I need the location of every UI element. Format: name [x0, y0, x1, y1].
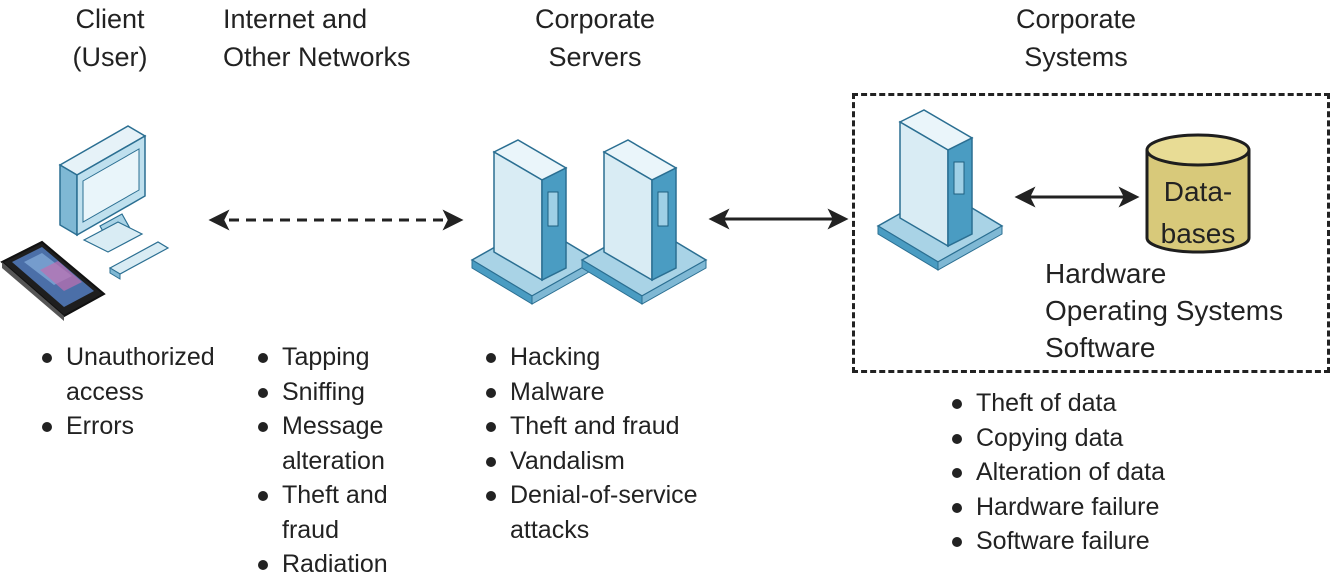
list-item: Hardware failure [950, 490, 1165, 525]
header-systems: Corporate Systems [976, 0, 1176, 76]
systems-threat-list: Theft of data Copying data Alteration of… [950, 386, 1165, 559]
server-tower-right-icon [580, 139, 708, 305]
list-item: Message alteration [256, 409, 388, 478]
list-item: Alteration of data [950, 455, 1165, 490]
header-systems-line2: Systems [1024, 42, 1128, 72]
component-software: Software [1045, 332, 1156, 363]
list-item: Unauthorized access [40, 340, 215, 409]
database-label-line2: bases [1161, 218, 1236, 249]
servers-threat-list: Hacking Malware Theft and fraud Vandalis… [484, 340, 698, 547]
list-item: Tapping [256, 340, 388, 375]
list-item: Vandalism [484, 444, 698, 479]
header-servers-line2: Servers [548, 42, 642, 72]
component-hardware: Hardware [1045, 258, 1167, 289]
header-client-line2: (User) [72, 42, 148, 72]
list-item: Hacking [484, 340, 698, 375]
header-internet-line1: Internet and [223, 4, 368, 34]
desktop-computer-icon [58, 125, 170, 280]
list-item: Denial-of-service attacks [484, 478, 698, 547]
header-servers: Corporate Servers [495, 0, 695, 76]
list-item: Copying data [950, 421, 1165, 456]
component-operating-systems: Operating Systems [1045, 295, 1284, 326]
header-client-line1: Client [75, 4, 145, 34]
list-item: Theft and fraud [256, 478, 388, 547]
list-item: Software failure [950, 524, 1165, 559]
server-tower-left-icon [470, 139, 598, 305]
list-item: Theft and fraud [484, 409, 698, 444]
system-components: Hardware Operating Systems Software [1045, 255, 1283, 366]
server-tower-system-icon [876, 109, 1004, 271]
list-item: Sniffing [256, 375, 388, 410]
list-item: Malware [484, 375, 698, 410]
header-systems-line1: Corporate [1015, 4, 1137, 34]
header-internet: Internet and Other Networks [212, 0, 462, 76]
client-threat-list: Unauthorized access Errors [40, 340, 215, 444]
database-label-line1: Data- [1164, 176, 1232, 207]
header-client: Client (User) [40, 0, 180, 76]
list-item: Theft of data [950, 386, 1165, 421]
database-cylinder-icon: Data- bases [1145, 133, 1251, 254]
header-internet-line2: Other Networks [223, 42, 411, 72]
list-item: Errors [40, 409, 215, 444]
internet-threat-list: Tapping Sniffing Message alteration Thef… [256, 340, 388, 582]
header-servers-line1: Corporate [534, 4, 656, 34]
list-item: Radiation [256, 547, 388, 582]
smartphone-icon [0, 240, 106, 321]
corporate-systems-boundary [852, 93, 1330, 373]
